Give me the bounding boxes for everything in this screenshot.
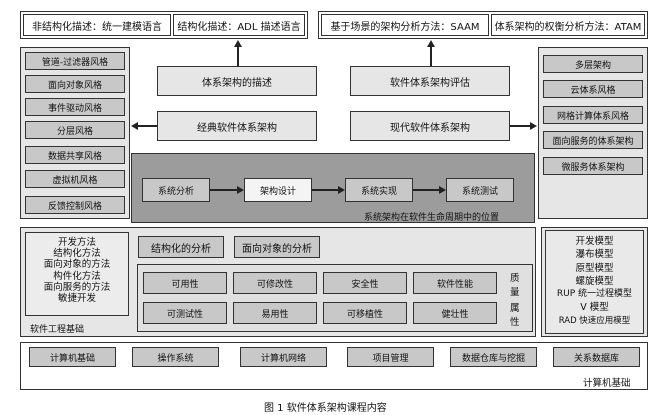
step-architecture-design: 架构设计: [244, 178, 312, 202]
style-pipe-filter: 管道-过滤器风格: [25, 52, 125, 70]
style-layered: 分层风格: [25, 121, 125, 139]
se-methods-list: 开发方法 结构化方法 面向对象的方法 构件化方法 面向服务的方法 敏捷开发: [25, 232, 129, 316]
structured-analysis-box: 结构化的分析: [138, 236, 224, 258]
method-agile: 敏捷开发: [57, 293, 96, 305]
model-rup: RUP 统一过程模型: [556, 289, 633, 300]
method-object-oriented: 面向对象的方法: [43, 259, 111, 271]
modern-architecture-box: 现代软件体系架构: [350, 111, 510, 141]
style-virtual-machine: 虚拟机风格: [25, 170, 125, 188]
model-rad: RAD 快速应用模型: [558, 315, 631, 326]
model-prototype: 原型模型: [575, 262, 614, 274]
cs-computer-basics: 计算机基础: [29, 347, 116, 367]
arrow-step-3-4: [413, 189, 439, 191]
arrow-step-2-3: [312, 189, 338, 191]
method-structured: 结构化方法: [53, 248, 101, 260]
arrowhead-right-modern: [530, 122, 537, 130]
quality-availability: 可用性: [143, 272, 227, 294]
arrowhead-left-classic: [131, 122, 138, 130]
cs-data-warehouse: 数据仓库与挖掘: [450, 347, 537, 367]
top-left-group: [20, 11, 308, 39]
arrow-classic-to-left: [138, 125, 157, 127]
arrowhead-step-1-2: [237, 186, 244, 194]
style-cloud: 云体系风格: [543, 80, 643, 98]
arrowhead-step-3-4: [439, 186, 446, 194]
quality-usability: 易用性: [233, 302, 317, 324]
style-multi-tier: 多层架构: [543, 55, 643, 73]
arrow-to-evaluation: [430, 45, 432, 66]
quality-security: 安全性: [323, 272, 407, 294]
method-develop: 开发方法: [57, 237, 96, 248]
figure-caption: 图 1 软件体系架构课程内容: [264, 403, 387, 414]
arrow-step-1-2: [210, 189, 237, 191]
cs-operating-system: 操作系统: [132, 347, 219, 367]
step-system-testing: 系统测试: [446, 178, 514, 202]
cs-caption: 计算机基础: [583, 378, 631, 389]
style-microservices: 微服务体系架构: [543, 157, 643, 175]
cs-foundation-panel: [20, 342, 648, 390]
quality-testability: 可测试性: [143, 302, 227, 324]
style-object-oriented: 面向对象风格: [25, 75, 125, 93]
classic-architecture-box: 经典软件体系架构: [157, 111, 317, 141]
architecture-description-box: 体系架构的描述: [157, 66, 317, 96]
unstructured-description-box: 非结构化描述：统一建模语言: [23, 14, 171, 36]
top-right-group: [318, 11, 648, 39]
quality-label-char-3: 属: [510, 303, 520, 314]
arrowhead-step-2-3: [338, 186, 345, 194]
style-soa: 面向服务的体系架构: [543, 131, 643, 149]
quality-portability: 可移植性: [323, 302, 407, 324]
arrow-to-description: [237, 45, 239, 66]
model-v: V 模型: [580, 302, 609, 314]
model-develop: 开发模型: [575, 236, 614, 247]
models-list: 开发模型 瀑布模型 原型模型 螺旋模型 RUP 统一过程模型 V 模型 RAD …: [545, 230, 644, 334]
quality-label-char-4: 性: [510, 317, 520, 328]
architecture-evaluation-box: 软件体系架构评估: [350, 66, 510, 96]
se-caption: 软件工程基础: [30, 325, 85, 335]
quality-label-char-2: 量: [510, 287, 520, 298]
style-grid-computing: 网格计算体系风格: [543, 106, 643, 124]
cs-project-management: 项目管理: [347, 347, 434, 367]
quality-modifiability: 可修改性: [233, 272, 317, 294]
cs-computer-network: 计算机网络: [240, 347, 327, 367]
atam-box: 体系架构的权衡分析方法：ATAM: [491, 14, 645, 36]
quality-robustness: 健壮性: [413, 302, 497, 324]
step-system-analysis: 系统分析: [142, 178, 210, 202]
step-system-implementation: 系统实现: [345, 178, 413, 202]
method-component: 构件化方法: [53, 270, 101, 282]
cs-relational-db: 关系数据库: [553, 347, 640, 367]
quality-label-char-1: 质: [510, 273, 520, 284]
model-spiral: 螺旋模型: [575, 275, 614, 287]
oo-analysis-box: 面向对象的分析: [234, 236, 320, 258]
method-service-oriented: 面向服务的方法: [43, 281, 111, 293]
arrowhead-up-evaluation: [427, 40, 435, 47]
structured-description-box: 结构化描述：ADL 描述语言: [173, 14, 305, 36]
arrow-modern-to-right: [510, 125, 530, 127]
style-data-sharing: 数据共享风格: [25, 146, 125, 164]
arrowhead-up-description: [234, 40, 242, 47]
lifecycle-caption: 系统架构在软件生命周期中的位置: [364, 213, 500, 223]
style-feedback-control: 反馈控制风格: [25, 196, 125, 214]
model-waterfall: 瀑布模型: [575, 249, 614, 261]
style-event-driven: 事件驱动风格: [25, 98, 125, 116]
saam-box: 基于场景的架构分析方法：SAAM: [321, 14, 489, 36]
quality-performance: 软件性能: [413, 272, 497, 294]
